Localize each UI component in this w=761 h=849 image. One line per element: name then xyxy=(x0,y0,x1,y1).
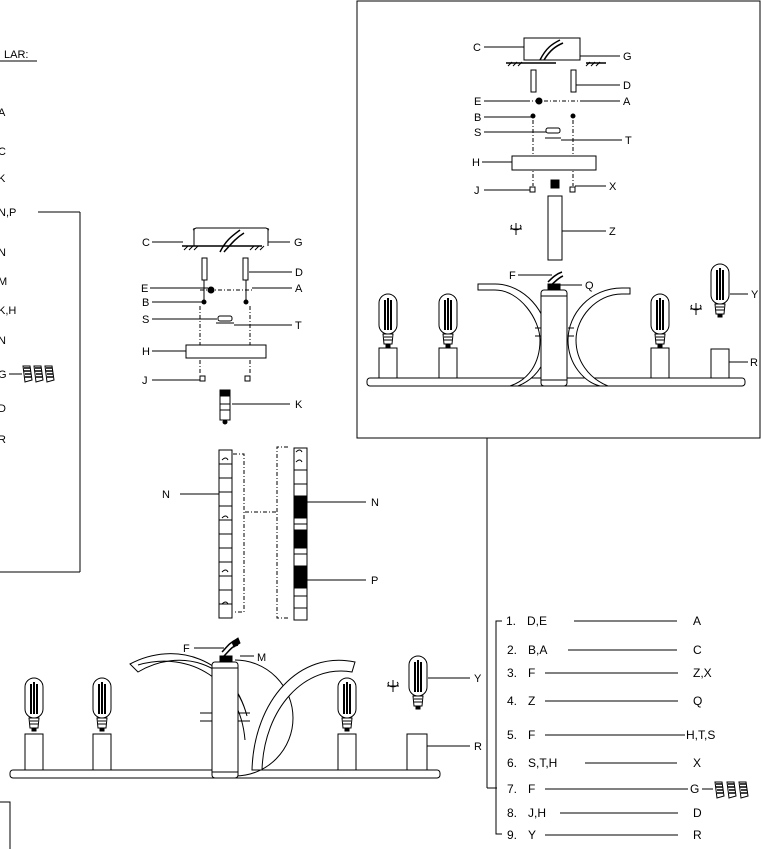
left-list-item: N xyxy=(0,247,6,259)
label-q-box: Q xyxy=(585,280,594,292)
step-left: Z xyxy=(528,694,535,708)
step-right: X xyxy=(693,756,701,770)
label-s: S xyxy=(142,314,149,326)
left-list-item: D xyxy=(0,403,6,415)
label-n-left: N xyxy=(162,489,170,501)
step-number: 8. xyxy=(507,806,517,820)
label-x-box: X xyxy=(609,181,617,193)
left-list-item: A xyxy=(0,107,6,119)
step-right: H,T,S xyxy=(686,728,715,742)
label-r-box: R xyxy=(750,357,758,369)
step-right: C xyxy=(693,643,702,657)
label-g-box: G xyxy=(623,51,632,63)
step-number: 9. xyxy=(507,828,517,842)
bottom-fixture: F M R Y xyxy=(9,637,482,779)
step-left: S,T,H xyxy=(528,756,557,770)
step-left: D,E xyxy=(527,614,547,628)
step-right: Q xyxy=(693,694,702,708)
left-parts-list: LAR: A C K N,P N M K,H N G D R xyxy=(0,49,81,573)
left-list-item: M xyxy=(0,276,7,288)
assembled-view-box: C G D E A B S T H J X Z F Q xyxy=(356,0,761,439)
left-list-title: LAR: xyxy=(4,49,28,61)
step-number: 6. xyxy=(507,756,517,770)
label-f-box: F xyxy=(509,270,516,282)
label-j: J xyxy=(142,375,148,387)
wire-nuts-icon xyxy=(22,365,55,383)
label-p: P xyxy=(371,575,378,587)
label-d: D xyxy=(295,267,303,279)
step-left: Y xyxy=(528,828,536,842)
step-number: 5. xyxy=(507,728,517,742)
step-number: 2. xyxy=(507,643,517,657)
step-left: F xyxy=(528,728,535,742)
step-number: 1. xyxy=(506,614,516,628)
step-left: F xyxy=(528,666,535,680)
label-t: T xyxy=(295,320,302,332)
label-a-box: A xyxy=(623,96,631,108)
left-list-item: G xyxy=(0,369,7,381)
left-list-item: N xyxy=(0,335,6,347)
label-d-box: D xyxy=(623,80,631,92)
label-a: A xyxy=(295,283,303,295)
label-b: B xyxy=(142,297,149,309)
label-m: M xyxy=(257,652,266,664)
label-y-box: Y xyxy=(751,289,759,301)
step-right: D xyxy=(693,806,702,820)
label-n-right: N xyxy=(371,497,379,509)
label-f-bottom: F xyxy=(183,643,190,655)
rod-assembly: N N P xyxy=(162,446,379,621)
label-h: H xyxy=(142,346,150,358)
label-y-bottom: Y xyxy=(474,673,482,685)
center-canopy-assembly: C G D E A B S T H J K xyxy=(141,227,303,425)
left-list-item: K xyxy=(0,173,6,185)
left-list-item: K,H xyxy=(0,305,16,317)
step-right: R xyxy=(693,828,702,842)
step-number: 4. xyxy=(507,694,517,708)
left-list-item: R xyxy=(0,434,6,446)
label-t-box: T xyxy=(625,135,632,147)
label-c-box: C xyxy=(473,42,481,54)
label-e: E xyxy=(141,283,148,295)
step-right: A xyxy=(693,614,701,628)
step-right: G xyxy=(690,782,699,796)
label-g: G xyxy=(294,237,303,249)
step-left: F xyxy=(528,782,535,796)
label-b-box: B xyxy=(474,112,481,124)
label-r-bottom: R xyxy=(474,741,482,753)
label-z-box: Z xyxy=(609,226,616,238)
step-number: 7. xyxy=(507,782,517,796)
label-s-box: S xyxy=(474,127,481,139)
label-h-box: H xyxy=(472,157,480,169)
left-list-item: C xyxy=(0,146,6,158)
label-k: K xyxy=(295,399,303,411)
partial-box xyxy=(0,801,11,849)
left-list-item: N,P xyxy=(0,207,16,219)
label-c: C xyxy=(142,237,150,249)
label-j-box: J xyxy=(474,185,480,197)
label-e-box: E xyxy=(474,96,481,108)
step-number: 3. xyxy=(507,666,517,680)
step-left: J,H xyxy=(528,806,546,820)
step-right: Z,X xyxy=(693,666,712,680)
assembly-steps: 1. D,E A 2. B,A C 3. F Z,X 4. Z Q 5. F H… xyxy=(495,614,749,842)
step-left: B,A xyxy=(528,643,547,657)
wire-nuts-icon xyxy=(714,781,749,799)
